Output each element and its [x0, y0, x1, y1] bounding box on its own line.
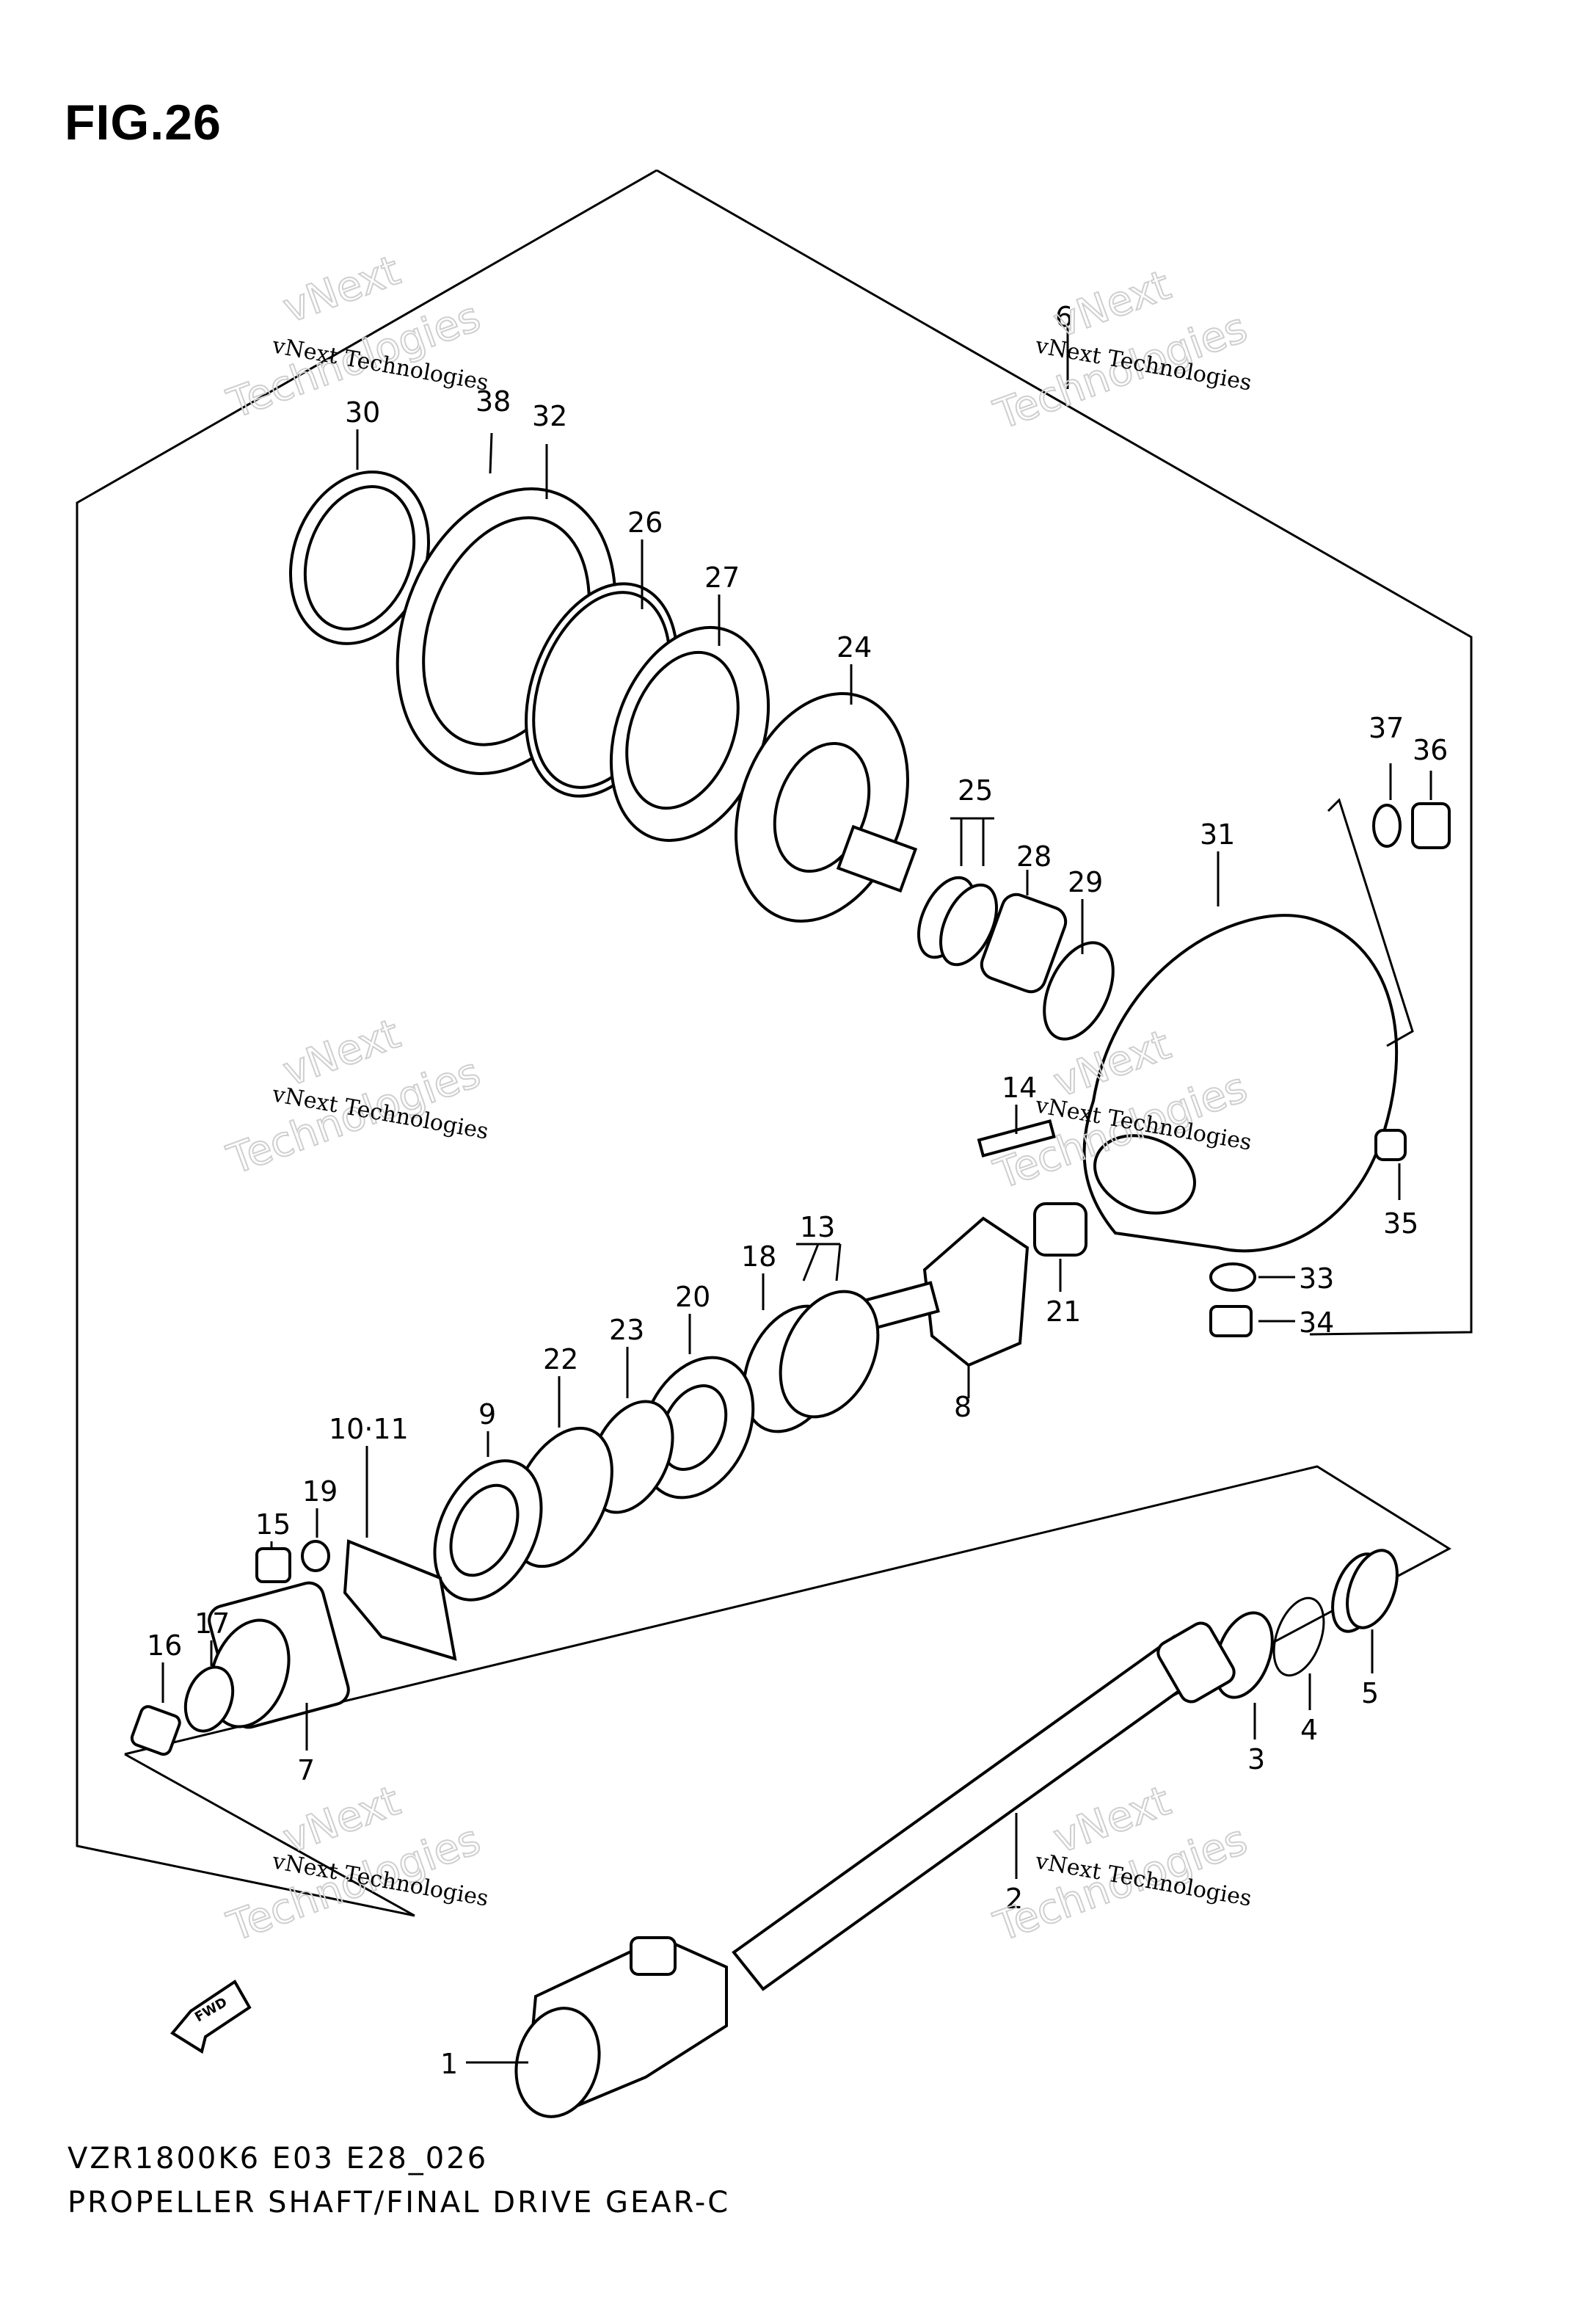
callout-8: 8	[954, 1391, 972, 1423]
callout-25: 26	[627, 506, 663, 539]
part-4-circlip	[1272, 1596, 1325, 1677]
callout-26: 27	[704, 561, 740, 594]
part-32-washer	[1209, 1262, 1256, 1292]
callout-34: 35	[1383, 1207, 1418, 1240]
callout-27: 28	[1016, 840, 1052, 873]
upper-frame	[76, 169, 1473, 1917]
callout-21: 22	[543, 1343, 578, 1375]
callout-22: 23	[609, 1314, 644, 1346]
part-13-stud	[977, 1119, 1056, 1157]
callout-12: 13	[800, 1211, 835, 1243]
part-14-bolt	[255, 1547, 291, 1583]
callout-16: 17	[194, 1607, 230, 1640]
part-7-coupling	[208, 1581, 350, 1729]
callout-3: 3	[1247, 1743, 1265, 1775]
callout-numbers: 6 30 38 32 26 27 24 25 28 29 31 37 36 14…	[147, 301, 1448, 2080]
figure-title: FIG.26	[65, 95, 222, 150]
watermark-top-right: vNext Technologies vNext Technologies	[988, 261, 1254, 440]
callout-28: 29	[1068, 866, 1103, 898]
callout-33: 34	[1299, 1306, 1334, 1339]
leader-lines	[161, 327, 1432, 2064]
callout-23: 24	[837, 631, 872, 664]
callout-19: 20	[675, 1281, 710, 1313]
part-8-pinion-gear	[861, 1216, 1030, 1367]
callout-18: 19	[302, 1475, 338, 1508]
callout-13: 14	[1002, 1072, 1037, 1104]
callout-17: 18	[741, 1240, 776, 1273]
callout-32: 33	[1299, 1262, 1334, 1295]
callout-4: 4	[1300, 1714, 1318, 1746]
part-27-needle-bearing	[980, 893, 1068, 994]
callout-7: 7	[297, 1754, 315, 1786]
svg-text:vNext: vNext	[277, 247, 407, 332]
part-35-36-plug	[1327, 798, 1451, 1047]
callout-24: 25	[958, 774, 993, 807]
model-code: VZR1800K6 E03 E28_026	[68, 2142, 489, 2175]
watermark-bottom-right: vNext Technologies vNext Technologies	[988, 1776, 1254, 1952]
part-18-washer	[301, 1540, 330, 1572]
part-20-bearing	[1033, 1202, 1087, 1257]
section-name: PROPELLER SHAFT/FINAL DRIVE GEAR-C	[68, 2186, 731, 2220]
callout-14: 15	[255, 1508, 291, 1541]
callout-5: 5	[1361, 1677, 1379, 1709]
part-29-oil-seal	[288, 470, 431, 645]
part-30-housing	[1082, 914, 1399, 1253]
watermark-bottom-left: vNext Technologies vNext Technologies	[221, 1776, 491, 1952]
part-33-nut	[1209, 1305, 1253, 1337]
part-28-ring	[1043, 941, 1115, 1041]
part-9-bearing-nut	[433, 1459, 543, 1602]
callout-6: 6	[1055, 301, 1073, 333]
callout-2: 2	[1005, 1883, 1023, 1915]
part-5-spring	[1331, 1549, 1399, 1633]
part-34-bolt	[1374, 1129, 1407, 1161]
callout-29: 30	[345, 396, 380, 429]
part-10-11-gasket	[343, 1539, 457, 1661]
callout-30: 31	[1200, 818, 1235, 851]
callout-9: 9	[478, 1398, 496, 1431]
part-12-shim	[779, 1290, 880, 1419]
watermark-mid-left: vNext Technologies vNext Technologies	[221, 1009, 491, 1185]
callout-10-11: 10·11	[329, 1413, 409, 1445]
part-16-washer	[183, 1665, 235, 1733]
callout-20: 21	[1046, 1295, 1081, 1328]
part-23-ring-gear	[735, 692, 918, 923]
callout-35: 36	[1413, 734, 1448, 766]
fwd-arrow-icon: FWD	[170, 1980, 252, 2054]
part-24-shims	[917, 876, 998, 967]
callout-37: 38	[475, 385, 511, 418]
callout-36: 37	[1369, 712, 1404, 744]
callout-15: 16	[147, 1629, 182, 1662]
part-15-nut	[130, 1705, 181, 1756]
part-1-universal-joint	[514, 1935, 728, 2118]
callout-1: 1	[440, 2048, 458, 2080]
part-26-bearing	[609, 625, 770, 843]
callout-31: 32	[532, 400, 567, 432]
part-2-propeller-shaft	[732, 1621, 1236, 1991]
